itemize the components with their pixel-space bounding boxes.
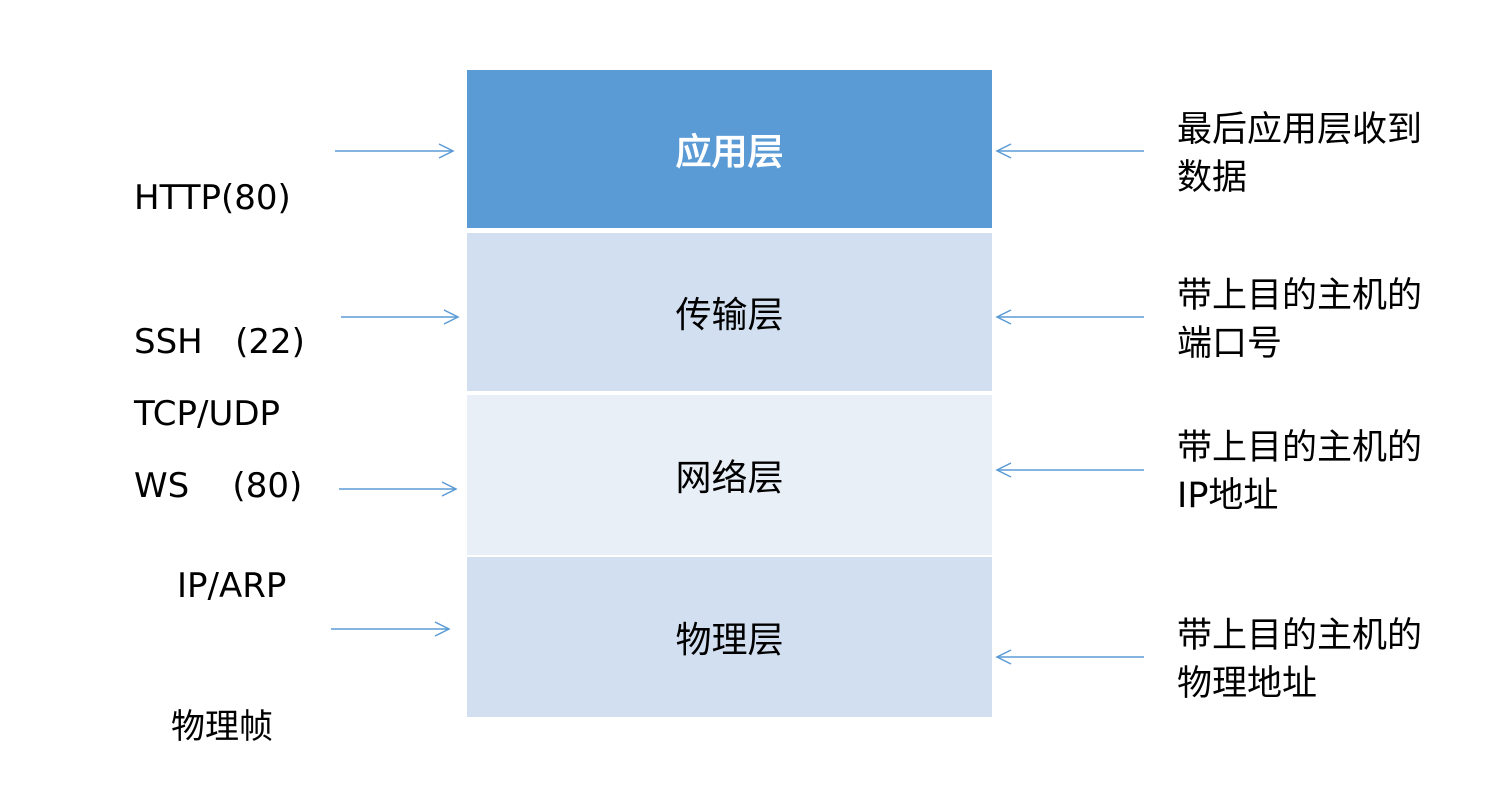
left-label-line: WS (80) [134, 466, 303, 506]
right-label-application: 最后应用层收到 数据 [1177, 106, 1477, 202]
right-label-physical: 带上目的主机的 物理地址 [1177, 612, 1477, 708]
left-label-physical: 物理帧 [171, 607, 273, 799]
left-label-line: 物理帧 [171, 707, 273, 747]
layer-transport: 传输层 [467, 233, 992, 391]
left-arrow-physical [331, 621, 451, 637]
left-label-line: HTTP(80) [134, 178, 291, 218]
right-label-line: 端口号 [1177, 324, 1283, 364]
left-label-network: IP/ARP [177, 466, 286, 658]
right-label-line: IP地址 [1177, 476, 1279, 516]
left-label-line: IP/ARP [177, 566, 287, 606]
layer-network-label: 网络层 [675, 458, 784, 499]
layer-physical-label: 物理层 [675, 620, 784, 661]
right-label-network: 带上目的主机的 IP地址 [1177, 424, 1477, 520]
right-label-line: 带上目的主机的 [1177, 276, 1423, 316]
layer-network: 网络层 [467, 395, 992, 555]
left-label-line: SSH (22) [134, 322, 305, 362]
layer-application-label: 应用层 [675, 132, 784, 173]
left-label-application: HTTP(80) SSH (22) WS (80) [134, 78, 305, 558]
right-label-line: 数据 [1177, 158, 1248, 198]
right-label-line: 带上目的主机的 [1177, 428, 1423, 468]
right-arrow-network [995, 462, 1144, 478]
layer-transport-label: 传输层 [675, 295, 784, 336]
left-arrow-network [339, 481, 458, 497]
left-label-line: TCP/UDP [134, 394, 281, 434]
right-label-line: 物理地址 [1177, 664, 1318, 704]
left-label-transport: TCP/UDP [134, 294, 280, 486]
right-label-line: 最后应用层收到 [1177, 110, 1423, 150]
left-arrow-application [335, 143, 455, 159]
layer-physical: 物理层 [467, 557, 992, 717]
right-label-line: 带上目的主机的 [1177, 616, 1423, 656]
right-label-transport: 带上目的主机的 端口号 [1177, 272, 1477, 368]
right-arrow-application [995, 143, 1144, 159]
layer-application: 应用层 [467, 70, 992, 228]
right-arrow-physical [995, 649, 1144, 665]
right-arrow-transport [995, 309, 1144, 325]
left-arrow-transport [341, 309, 460, 325]
